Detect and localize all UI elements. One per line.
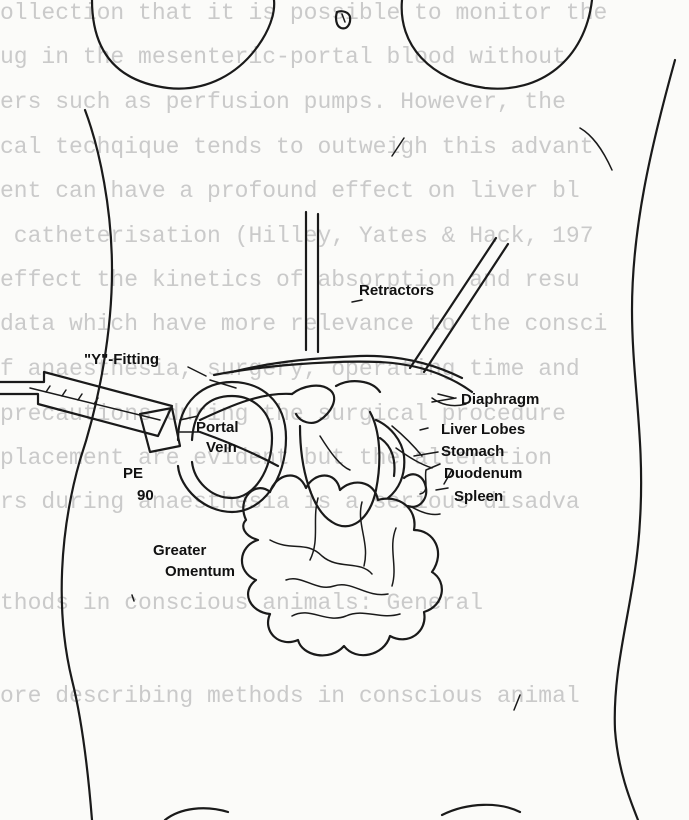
label-portal: Portal bbox=[196, 419, 239, 436]
label-greater: Greater bbox=[153, 542, 207, 559]
label-duodenum: Duodenum bbox=[444, 465, 522, 482]
label-y-fitting: "Y"-Fitting bbox=[84, 351, 159, 368]
label-pe: PE bbox=[123, 465, 143, 482]
label-stomach: Stomach bbox=[441, 443, 504, 460]
organs-drawing bbox=[292, 381, 440, 526]
label-90: 90 bbox=[137, 487, 154, 504]
syringe-drawing bbox=[0, 372, 292, 466]
label-omentum: Omentum bbox=[165, 563, 235, 580]
body-outline bbox=[62, 0, 675, 820]
greater-omentum-drawing bbox=[242, 476, 442, 656]
figure-labels: Retractors "Y"-Fitting Portal Vein PE 90… bbox=[84, 282, 539, 580]
label-vein: Vein bbox=[206, 439, 237, 456]
label-spleen: Spleen bbox=[454, 488, 503, 505]
label-retractors: Retractors bbox=[359, 282, 434, 299]
label-diaphragm: Diaphragm bbox=[461, 391, 539, 408]
label-liver-lobes: Liver Lobes bbox=[441, 421, 525, 438]
